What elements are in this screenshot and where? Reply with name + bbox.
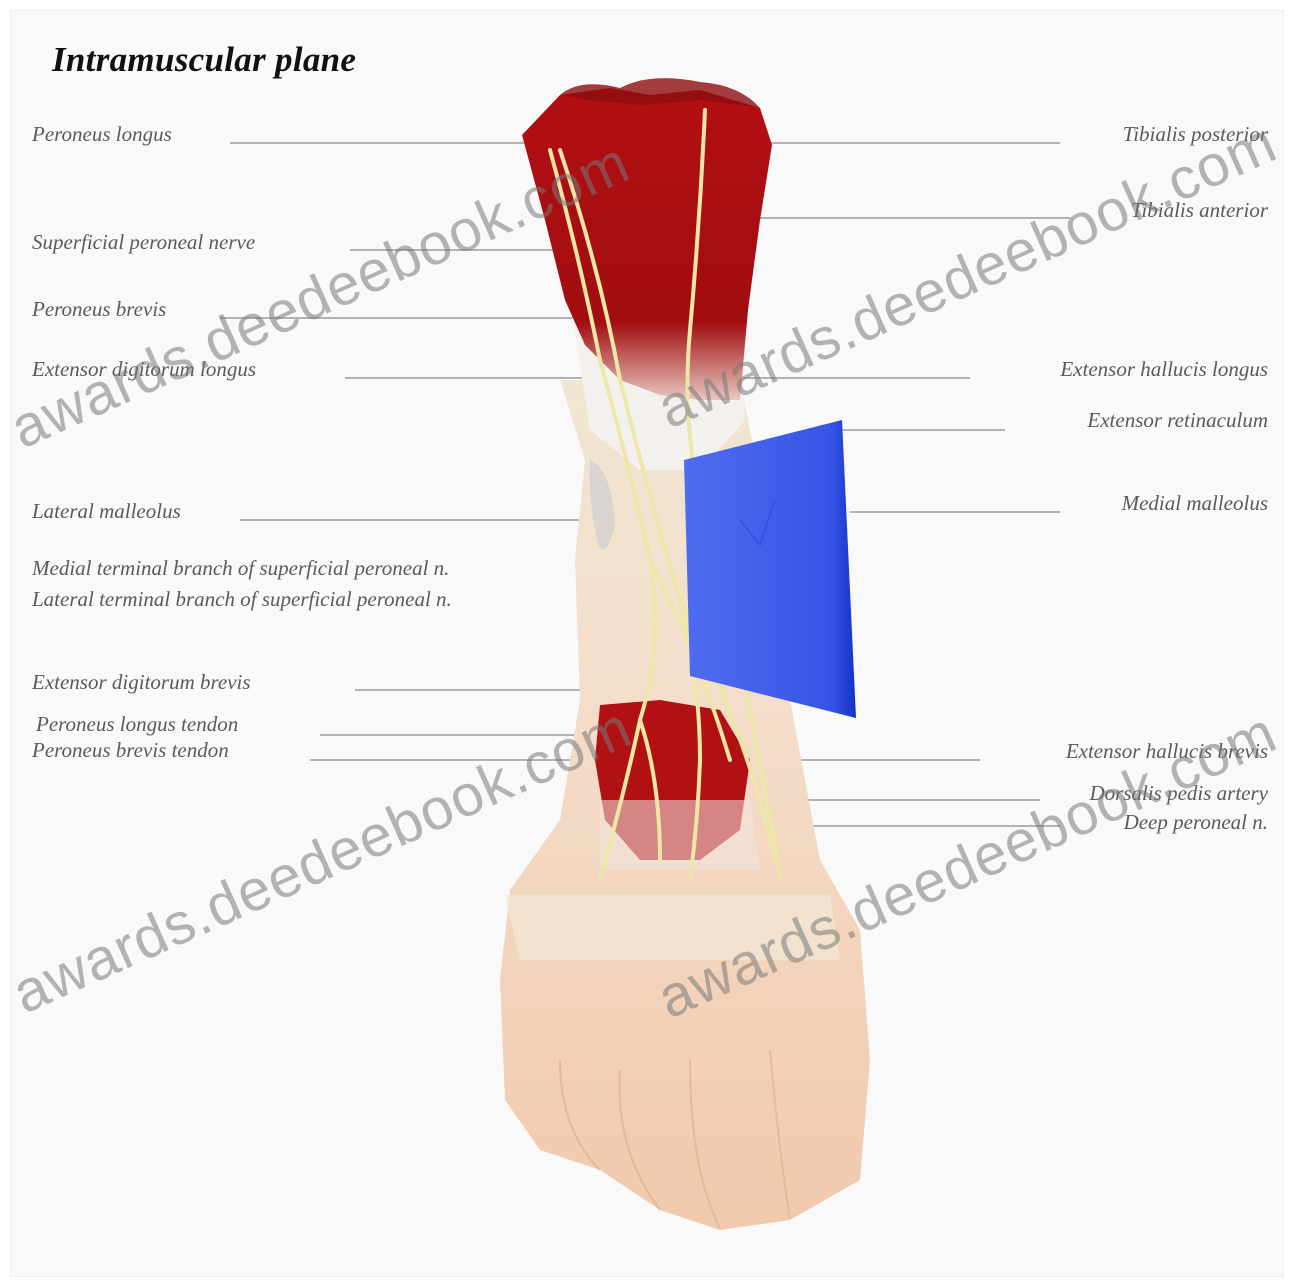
label-extensor-hallucis-longus: Extensor hallucis longus <box>1060 359 1268 380</box>
label-peroneus-longus-tendon: Peroneus longus tendon <box>36 714 238 735</box>
extensor-retinaculum <box>684 420 856 718</box>
diagram-title: Intramuscular plane <box>52 40 356 80</box>
label-lateral-malleolus: Lateral malleolus <box>32 501 181 522</box>
muscle-lower-fade <box>600 800 760 870</box>
label-peroneus-brevis-tendon: Peroneus brevis tendon <box>32 740 229 761</box>
label-peroneus-longus: Peroneus longus <box>32 124 172 145</box>
label-peroneus-brevis: Peroneus brevis <box>32 299 166 320</box>
label-extensor-digitorum-brevis: Extensor digitorum brevis <box>32 672 251 693</box>
label-superficial-peroneal-nerve: Superficial peroneal nerve <box>32 232 255 253</box>
label-lateral-terminal-branch: Lateral terminal branch of superficial p… <box>32 589 452 610</box>
label-medial-malleolus: Medial malleolus <box>1122 493 1268 514</box>
label-medial-terminal-branch: Medial terminal branch of superficial pe… <box>32 558 449 579</box>
label-extensor-retinaculum: Extensor retinaculum <box>1087 410 1268 431</box>
